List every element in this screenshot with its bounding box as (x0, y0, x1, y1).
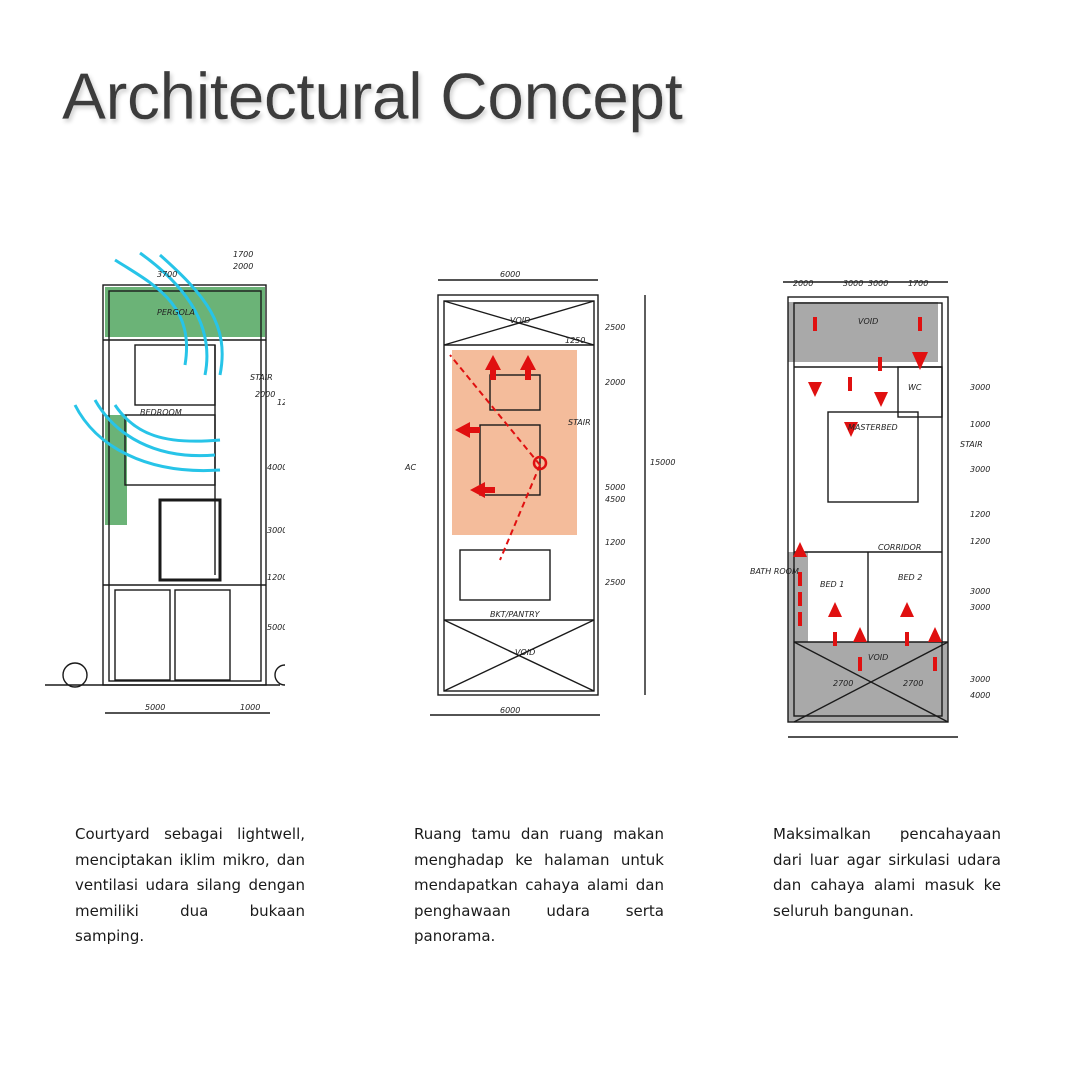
sketch-label: BED 2 (898, 573, 922, 582)
dimension-label: 4000 (267, 463, 285, 472)
dimension-label: 1000 (240, 703, 260, 712)
garden-area-side (105, 415, 127, 525)
dimension-label: 3000 (970, 587, 990, 596)
dimension-label: 3000 (970, 603, 990, 612)
sketch-courtyard-ventilation: PERGOLA BEDROOM STAIR 3700 1700 2000 200… (45, 250, 285, 714)
dimension-label: 1200 (267, 573, 285, 582)
dimension-label: 2700 (903, 679, 923, 688)
dimension-label: 3000 (970, 675, 990, 684)
dimension-label: 3000 (843, 279, 863, 288)
red-arrow-icons (455, 355, 536, 498)
caption-natural-light: Maksimalkan pencahayaan dari luar agar s… (773, 825, 1001, 920)
dimension-label: 1000 (970, 420, 990, 429)
dimension-label: 6000 (500, 706, 520, 715)
dimension-label: 6000 (500, 270, 520, 279)
dimension-label: 3000 (267, 526, 285, 535)
eye-icon (532, 455, 548, 471)
view-line (449, 354, 541, 561)
sketch-label: PERGOLA (157, 308, 195, 317)
caption-living-dining: Ruang tamu dan ruang makan menghadap ke … (414, 825, 664, 945)
dimension-label: 4000 (970, 691, 990, 700)
dimension-label: 3000 (868, 279, 888, 288)
sketch-label: BED 1 (820, 580, 844, 589)
dimension-label: 2500 (605, 578, 625, 587)
living-dining-highlight (452, 350, 577, 535)
dimension-label: 5000 (145, 703, 165, 712)
dimension-label: 3700 (157, 270, 177, 279)
dimension-label: 1200 (970, 510, 990, 519)
dimension-label: 5000 (267, 623, 285, 632)
dimension-label: 3000 (970, 383, 990, 392)
dimension-label: 3000 (970, 465, 990, 474)
sketch-label: BATH ROOM (750, 567, 799, 576)
sketch-label: CORRIDOR (878, 543, 921, 552)
sketch-label: STAIR (960, 440, 983, 449)
dimension-label: 1700 (233, 250, 253, 259)
sketch-label: BEDROOM (140, 408, 182, 417)
wind-flow-lines (73, 251, 224, 473)
dimension-label: 1250 (565, 336, 585, 345)
sketch-label: VOID (858, 317, 878, 326)
sketch-label: VOID (510, 316, 530, 325)
sketch-natural-light: VOID WC MASTERBED STAIR CORRIDOR BED 1 B… (750, 279, 990, 738)
dimension-label: 1200 (605, 538, 625, 547)
dimension-label: 2000 (233, 262, 253, 271)
dimension-label: 2700 (833, 679, 853, 688)
caption-courtyard: Courtyard sebagai lightwell, menciptakan… (75, 825, 305, 945)
sketch-label: STAIR (250, 373, 273, 382)
sketch-label: AC (404, 463, 416, 472)
dimension-label: 5000 (605, 483, 625, 492)
red-arrow-icons (793, 317, 942, 671)
sketch-label: VOID (868, 653, 888, 662)
sketch-label: BKT/PANTRY (490, 610, 541, 619)
sketch-label: WC (908, 383, 922, 392)
page-title: Architectural Concept (62, 59, 683, 133)
sketch-label: STAIR (568, 418, 591, 427)
dimension-label: 2000 (605, 378, 625, 387)
dimension-label: 2000 (255, 390, 275, 399)
sketch-label: MASTERBED (848, 423, 898, 432)
sketch-label: VOID (515, 648, 535, 657)
dimension-label: 2000 (793, 279, 813, 288)
dimension-label: 2500 (605, 323, 625, 332)
dimension-label: 4500 (605, 495, 625, 504)
sketch-living-dining: VOID STAIR BKT/PANTRY VOID AC 6000 2500 … (404, 270, 675, 716)
dimension-label: 1700 (908, 279, 928, 288)
dimension-label: 1200 (277, 398, 285, 407)
dimension-label: 1200 (970, 537, 990, 546)
dimension-label: 15000 (650, 458, 675, 467)
